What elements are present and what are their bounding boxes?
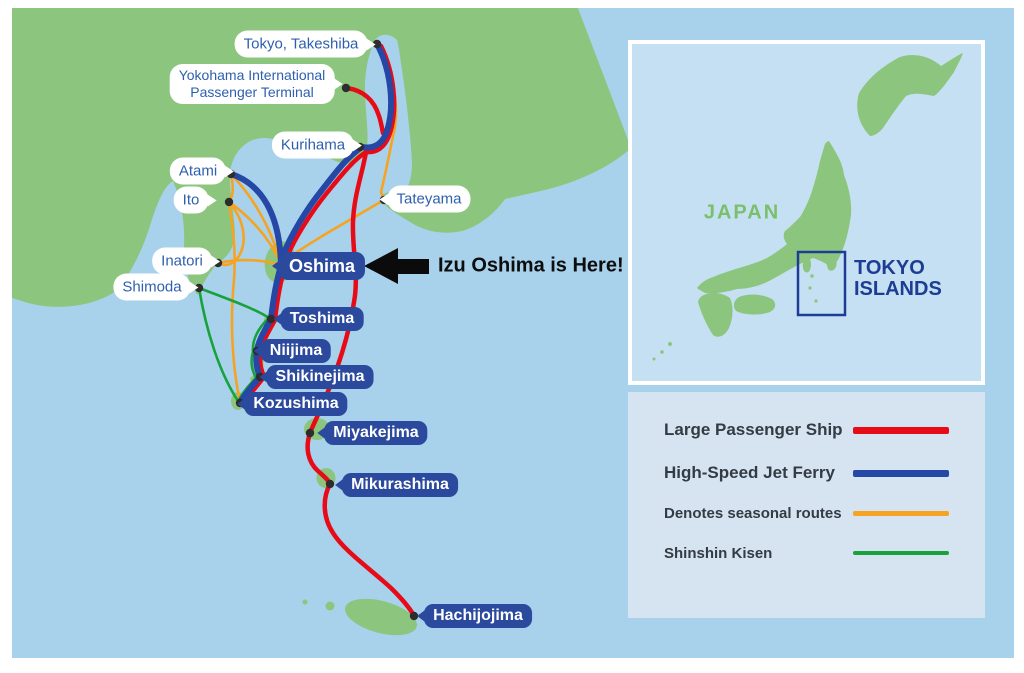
legend-label: Large Passenger Ship — [664, 420, 843, 439]
port-label-text: Kurihama — [280, 136, 346, 154]
legend-panel: Large Passenger Ship High-Speed Jet Ferr… — [628, 392, 985, 618]
island-label-text: Niijima — [269, 342, 323, 359]
island-label-toshima: Toshima — [273, 307, 364, 331]
port-label-text: Inatori — [161, 252, 203, 270]
badge-tail — [253, 345, 262, 357]
badge-tail — [273, 313, 282, 325]
japan-label: JAPAN — [703, 201, 781, 224]
route-orange-atami-oshima — [229, 172, 281, 260]
tokyo-islands-highlight-box — [796, 250, 847, 317]
japan-inset-svg — [652, 53, 963, 361]
island-label-miyakejima: Miyakejima — [317, 421, 428, 445]
dot-ito — [224, 197, 234, 207]
dot-hachijojima — [409, 611, 419, 621]
dot-miyakejima — [305, 428, 315, 438]
island-label-text: Kozushima — [253, 395, 339, 412]
bubble-tail — [366, 38, 376, 50]
badge-tail — [259, 371, 268, 383]
legend-swatch-orange-line — [853, 510, 949, 516]
island-label-text: Toshima — [289, 310, 355, 327]
port-label-yokohama: Yokohama International Passenger Termina… — [169, 64, 343, 104]
route-green-shimoda-kozushima — [197, 286, 240, 403]
port-label-ito: Ito — [173, 186, 217, 214]
japan-inset-panel: JAPAN TOKYO ISLANDS — [628, 40, 985, 385]
port-label-text: Atami — [178, 162, 218, 180]
route-red-yokohama-join — [343, 85, 386, 136]
badge-tail — [317, 427, 326, 439]
legend-swatch-green-line — [853, 551, 949, 555]
port-label-text-line2: Passenger Terminal — [190, 84, 314, 100]
port-label-text: Ito — [182, 191, 200, 209]
bubble-tail — [207, 194, 217, 206]
route-orange-coast-kozushima — [227, 172, 242, 404]
inset-boso-peninsula — [826, 255, 837, 271]
badge-tail — [237, 398, 246, 410]
port-label-atami: Atami — [169, 157, 235, 185]
bubble-tail — [189, 281, 199, 293]
legend-label: Denotes seasonal routes — [664, 504, 842, 522]
tokyo-islands-label-line2: ISLANDS — [854, 278, 942, 300]
island-label-oshima: Oshima — [271, 252, 366, 280]
port-label-text: Tokyo, Takeshiba — [243, 35, 359, 53]
mainland-honshu — [12, 8, 631, 307]
port-label-kurihama: Kurihama — [271, 131, 363, 159]
dot-toshima — [266, 314, 276, 324]
inset-hokkaido — [857, 53, 963, 136]
port-label-text: Shimoda — [122, 278, 182, 296]
bubble-tail — [210, 255, 220, 267]
tokyo-islands-label-line1: TOKYO — [854, 257, 925, 279]
island-label-text: Hachijojima — [433, 607, 523, 624]
legend-row-jet-ferry: High-Speed Jet Ferry — [628, 461, 985, 485]
dot-mikurashima — [325, 479, 335, 489]
island-label-shikinejima: Shikinejima — [259, 365, 374, 389]
oshima-pointer-arrow — [364, 248, 429, 284]
port-label-tokyo-takeshiba: Tokyo, Takeshiba — [234, 30, 376, 58]
port-label-shimoda: Shimoda — [113, 273, 199, 301]
port-label-inatori: Inatori — [152, 247, 220, 275]
legend-label: Shinshin Kisen — [664, 544, 773, 562]
tokyo-islands-label: TOKYO ISLANDS — [854, 258, 942, 300]
hachijojima-island — [345, 598, 417, 636]
island-label-text: Mikurashima — [351, 476, 449, 493]
inset-shikoku — [733, 294, 776, 315]
legend-row-large-passenger-ship: Large Passenger Ship — [628, 418, 985, 442]
island-label-hachijojima: Hachijojima — [417, 604, 532, 628]
oshima-callout-text: Izu Oshima is Here! — [438, 254, 624, 277]
legend-row-seasonal-routes: Denotes seasonal routes — [628, 501, 985, 525]
small-islet — [302, 599, 308, 605]
port-label-tateyama: Tateyama — [379, 185, 471, 213]
bubble-tail — [225, 165, 235, 177]
legend-swatch-blue-line — [853, 469, 949, 477]
inset-southwest-islets — [652, 342, 672, 361]
inset-tokyo-islands-islets — [808, 274, 818, 303]
inset-kyushu — [698, 292, 733, 337]
legend-row-shinshin-kisen: Shinshin Kisen — [628, 541, 985, 565]
badge-tail — [335, 479, 344, 491]
badge-tail — [417, 610, 426, 622]
port-label-text-line1: Yokohama International — [178, 67, 326, 83]
legend-swatch-red-line — [853, 426, 949, 434]
island-label-mikurashima: Mikurashima — [335, 473, 458, 497]
island-label-niijima: Niijima — [253, 339, 332, 363]
badge-tail — [271, 260, 280, 272]
island-label-text: Oshima — [288, 256, 356, 276]
route-blue-atami-oshima — [228, 171, 284, 269]
legend-label: High-Speed Jet Ferry — [664, 463, 835, 482]
bubble-tail — [353, 139, 363, 151]
island-label-text: Miyakejima — [333, 424, 419, 441]
bubble-tail — [333, 78, 343, 90]
hachijo-islet — [325, 601, 335, 611]
port-label-text: Tateyama — [396, 190, 462, 208]
island-label-text: Shikinejima — [275, 368, 365, 385]
bubble-tail — [379, 193, 389, 205]
dot-yokohama — [341, 83, 351, 93]
island-label-kozushima: Kozushima — [237, 392, 348, 416]
inset-izu-peninsula — [802, 256, 811, 273]
route-orange-ito-oshima — [227, 200, 281, 262]
route-red-southern-islands — [305, 430, 417, 619]
inset-honshu — [697, 141, 852, 294]
